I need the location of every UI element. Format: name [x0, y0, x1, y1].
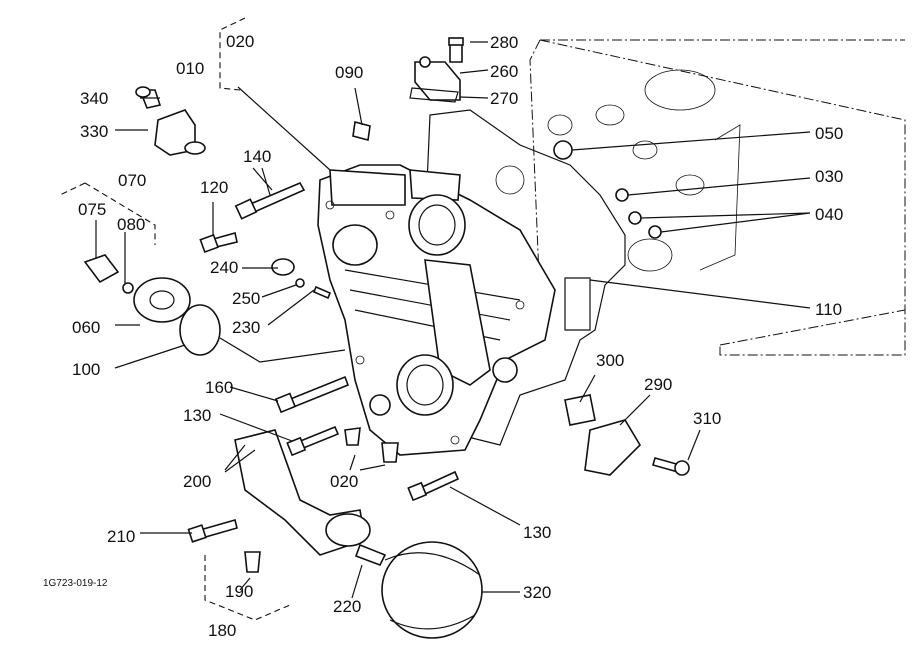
label-240: 240 [210, 258, 238, 277]
label-070: 070 [118, 171, 146, 190]
label-190: 190 [225, 582, 253, 601]
label-290: 290 [644, 375, 672, 394]
label-280: 280 [490, 33, 518, 52]
part-labels: 020 010 090 280 260 270 340 330 050 140 … [43, 32, 843, 640]
label-050: 050 [815, 124, 843, 143]
label-075: 075 [78, 200, 106, 219]
label-010: 010 [176, 59, 204, 78]
leader-lines [95, 41, 811, 599]
label-130a: 130 [183, 406, 211, 425]
label-080: 080 [117, 215, 145, 234]
label-100: 100 [72, 360, 100, 379]
label-030: 030 [815, 167, 843, 186]
bolts-and-small-parts [187, 120, 460, 573]
label-130b: 130 [523, 523, 551, 542]
label-110: 110 [815, 300, 842, 319]
label-210: 210 [107, 527, 135, 546]
engine-block-outline [529, 39, 906, 356]
label-270: 270 [490, 89, 518, 108]
label-320: 320 [523, 583, 551, 602]
drawing-code: 1G723-019-12 [43, 578, 108, 589]
label-120: 120 [200, 178, 228, 197]
label-250: 250 [232, 289, 260, 308]
oil-parts [83, 254, 221, 356]
label-220: 220 [333, 597, 361, 616]
label-300: 300 [596, 351, 624, 370]
label-020b: 020 [330, 472, 358, 491]
label-020a: 020 [226, 32, 254, 51]
label-230: 230 [232, 318, 260, 337]
gear-case-housing [317, 164, 556, 456]
label-330: 330 [80, 122, 108, 141]
group-brackets [59, 17, 291, 621]
label-310: 310 [693, 409, 721, 428]
label-160: 160 [205, 378, 233, 397]
label-200: 200 [183, 472, 211, 491]
label-260: 260 [490, 62, 518, 81]
label-060: 060 [72, 318, 100, 337]
label-090: 090 [335, 63, 363, 82]
label-040: 040 [815, 205, 843, 224]
sensor-and-bolt [135, 86, 206, 156]
oil-filter-assembly [234, 394, 690, 639]
label-140: 140 [243, 147, 271, 166]
thermostat-cover-assembly [409, 37, 464, 103]
label-340: 340 [80, 89, 108, 108]
label-180: 180 [208, 621, 236, 640]
o-rings [553, 140, 662, 239]
